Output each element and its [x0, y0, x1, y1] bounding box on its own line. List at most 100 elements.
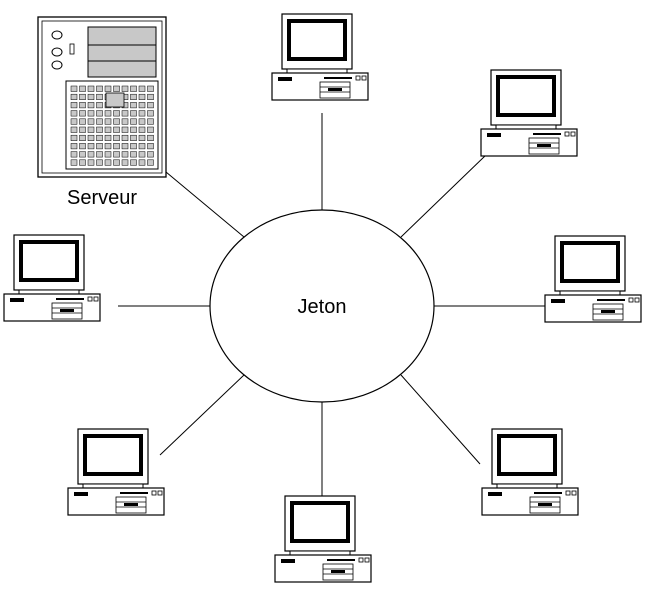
server-panel-key	[104, 126, 112, 133]
server-panel-key	[138, 102, 146, 109]
server-panel-key	[104, 85, 112, 92]
server-panel-key	[138, 126, 146, 133]
server-panel-key	[147, 118, 154, 125]
server-panel-key	[70, 143, 78, 150]
server-panel-key	[147, 151, 154, 158]
server-panel-key	[113, 126, 120, 133]
server-panel-key	[138, 151, 146, 158]
server-panel-key	[87, 93, 95, 100]
server-panel-key	[79, 134, 86, 141]
link-top-right	[400, 154, 487, 238]
server-panel-key	[113, 118, 120, 125]
server-panel-key	[79, 110, 86, 117]
server-panel-key	[96, 159, 103, 166]
workstation-top	[270, 12, 370, 102]
server-panel-key	[87, 102, 95, 109]
server-panel-key	[138, 93, 146, 100]
server-panel-key	[87, 118, 95, 125]
server-panel-key	[70, 159, 78, 166]
server-panel-key	[113, 110, 120, 117]
server-panel-key	[70, 110, 78, 117]
token-ring	[209, 209, 435, 403]
server-panel-key	[87, 134, 95, 141]
server-panel-key	[104, 110, 112, 117]
server-panel-key	[96, 110, 103, 117]
server-label: Serveur	[67, 187, 137, 209]
server-panel-key	[147, 93, 154, 100]
server-panel-key	[130, 85, 137, 92]
server-panel-key	[138, 110, 146, 117]
server-panel-key	[87, 110, 95, 117]
server-panel-key	[138, 85, 146, 92]
server-panel-key	[147, 126, 154, 133]
server-panel-key	[87, 159, 95, 166]
server-panel-key	[79, 85, 86, 92]
server-panel-key	[79, 151, 86, 158]
server-panel-key	[96, 143, 103, 150]
server-panel-key	[70, 93, 78, 100]
server-panel-key	[70, 126, 78, 133]
server-panel-key	[121, 85, 129, 92]
server-panel-key	[113, 134, 120, 141]
server-panel-key	[138, 159, 146, 166]
server-panel-key	[70, 134, 78, 141]
server-panel-key	[121, 118, 129, 125]
server-panel-key	[130, 159, 137, 166]
server-panel-key	[113, 159, 120, 166]
server-panel-key	[70, 102, 78, 109]
server-panel-key	[138, 118, 146, 125]
workstation-bottom	[273, 494, 373, 584]
server-panel-key	[130, 93, 137, 100]
server-panel-key	[130, 143, 137, 150]
server-panel-key	[121, 151, 129, 158]
server-panel-key	[147, 134, 154, 141]
server-panel-key	[138, 143, 146, 150]
server-panel-key	[96, 134, 103, 141]
link-bottom-left	[159, 374, 245, 456]
server-panel-key	[147, 85, 154, 92]
server-panel-key	[104, 118, 112, 125]
workstation-top-right	[479, 68, 579, 158]
server-panel-key	[138, 134, 146, 141]
server-panel-key	[96, 85, 103, 92]
workstation-bottom-left	[66, 427, 166, 517]
server-icon	[37, 16, 167, 178]
server-panel-key	[147, 159, 154, 166]
server-panel-key	[121, 126, 129, 133]
server-panel-key	[79, 126, 86, 133]
server-panel-key	[87, 126, 95, 133]
server-panel-key	[121, 159, 129, 166]
server-panel-key	[121, 110, 129, 117]
server-panel-key	[130, 126, 137, 133]
server-panel-key	[70, 118, 78, 125]
server-panel-key	[130, 134, 137, 141]
server-panel-key	[87, 143, 95, 150]
server-panel-key	[96, 102, 103, 109]
server-panel-key	[104, 134, 112, 141]
server-panel-key	[130, 102, 137, 109]
server-panel-key	[147, 102, 154, 109]
server-panel-key	[130, 151, 137, 158]
server-panel-key	[130, 110, 137, 117]
server-panel-key	[87, 85, 95, 92]
server-panel-key	[121, 143, 129, 150]
workstation-right	[543, 234, 643, 324]
connector-lines	[118, 113, 545, 497]
server-panel-key	[96, 151, 103, 158]
server-panel-key	[113, 151, 120, 158]
server-panel-key	[79, 118, 86, 125]
server-panel-key	[96, 118, 103, 125]
server-panel-key	[79, 93, 86, 100]
server-panel-key	[79, 143, 86, 150]
server-panel-key	[79, 159, 86, 166]
server-panel-key	[70, 151, 78, 158]
server-panel-key	[104, 151, 112, 158]
server-panel-key	[79, 102, 86, 109]
workstation-bottom-right	[480, 427, 580, 517]
workstation-left	[2, 233, 102, 323]
server-panel-key	[70, 85, 78, 92]
server-panel-key	[104, 143, 112, 150]
server-panel-key	[130, 118, 137, 125]
server-panel-key	[104, 159, 112, 166]
